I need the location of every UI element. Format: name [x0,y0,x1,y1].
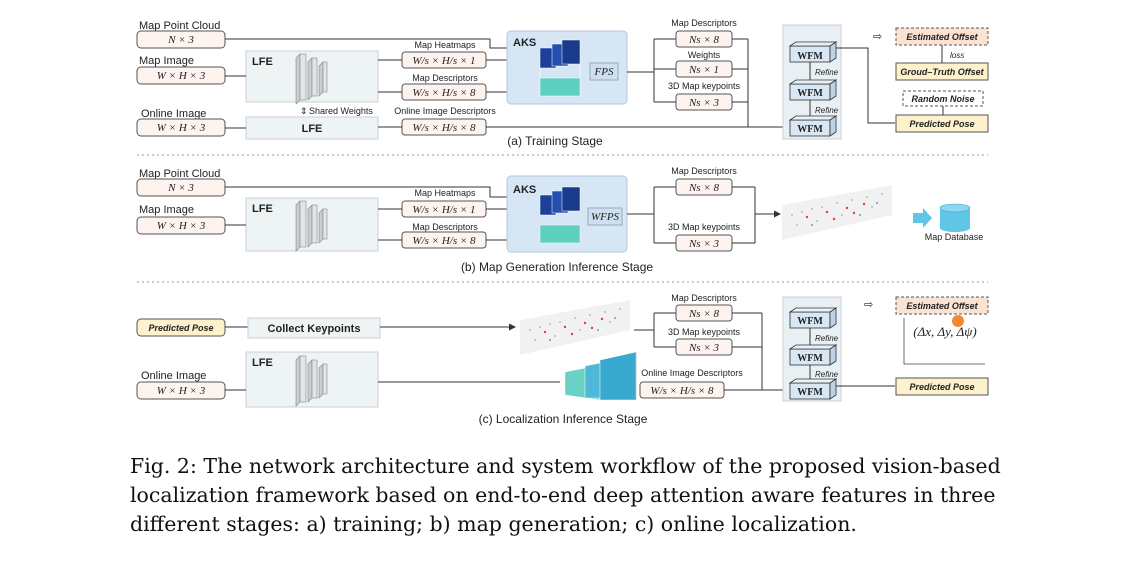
mg-map-point-cloud-label: Map Point Cloud [139,168,220,180]
training-stage-title: (a) Training Stage [507,134,603,148]
mg-desc-dim: W/s × H/s × 8 [412,235,476,247]
random-noise-label: Random Noise [911,94,974,104]
loc-wfm-label-1: WFM [797,316,823,327]
loc-point-cloud-image [520,300,630,355]
map-heatmaps-label: Map Heatmaps [414,40,476,50]
out-map-descriptors-label: Map Descriptors [671,18,737,28]
loc-online-desc-label: Online Image Descriptors [641,368,743,378]
mapgen-stage-title: (b) Map Generation Inference Stage [461,260,653,274]
online-image-label: Online Image [141,108,206,120]
loc-lfe-label: LFE [252,357,273,369]
lfe-online-label: LFE [302,123,323,135]
online-descriptors-label: Online Image Descriptors [394,106,496,116]
map-image-dim: W × H × 3 [157,70,206,82]
loc-arrow-right-icon: ⇨ [864,299,873,311]
localization-stage-title: (c) Localization Inference Stage [479,412,648,426]
collect-keypoints-box [247,317,381,339]
figure-caption: Fig. 2: The network architecture and sys… [130,454,1001,536]
offset-point-icon [952,315,964,327]
fps-label: FPS [594,66,614,78]
mg-ns3-dim: Ns × 3 [688,238,720,250]
online-descriptors-dim: W/s × H/s × 8 [412,122,476,134]
loc-map-descriptors-label: Map Descriptors [671,293,737,303]
fps-box [589,62,619,81]
loc-keypoints-label: 3D Map keypoints [668,327,741,337]
loc-refine-label-1: Refine [815,334,839,343]
mg-map-heatmaps-label: Map Heatmaps [414,188,476,198]
loc-estimated-offset-box [895,296,989,315]
loc-wfm-label-2: WFM [797,353,823,364]
loc-ns3-dim: Ns × 3 [688,342,720,354]
mg-keypoints-label: 3D Map keypoints [668,222,741,232]
online-image-dim: W × H × 3 [157,122,206,134]
mg-lfe-label: LFE [252,203,273,215]
map-image-label: Map Image [139,55,194,67]
mg-n3-dim: N × 3 [167,182,194,194]
loc-predicted-pose-out-box [895,377,989,396]
ns1-dim: Ns × 1 [688,64,719,76]
loc-predicted-pose-label: Predicted Pose [148,323,213,333]
ground-truth-offset-label: Groud–Truth Offset [900,67,984,77]
weights-label: Weights [688,50,721,60]
wfm-label-1: WFM [797,51,823,62]
map-database-label: Map Database [925,232,984,242]
map-database-icon [939,203,971,232]
map-point-cloud-label: Map Point Cloud [139,20,220,32]
map-descriptors-dim: W/s × H/s × 8 [412,87,476,99]
mg-heat-dim: W/s × H/s × 1 [412,204,475,216]
mapgen-stage: Map Point Cloud N × 3 Map Image W × H × … [136,166,984,274]
mg-whx3-dim: W × H × 3 [157,220,206,232]
mg-map-image-label: Map Image [139,204,194,216]
refine-label-2: Refine [815,106,839,115]
ns8-dim: Ns × 8 [688,34,720,46]
aks-box [506,30,628,105]
mg-ns8-dim: Ns × 8 [688,182,720,194]
loc-ns8-dim: Ns × 8 [688,308,720,320]
lfe-map-label: LFE [252,56,273,68]
wfm-label-2: WFM [797,88,823,99]
mg-aks-feature-maps [539,186,581,244]
mg-point-cloud-image [782,185,892,240]
refine-label-1: Refine [815,68,839,77]
offset-variables-label: (Δx, Δy, Δψ) [913,324,976,339]
loc-online-desc-dim: W/s × H/s × 8 [650,385,714,397]
wfm-label-3: WFM [797,124,823,135]
online-descriptor-maps [564,351,637,401]
shared-weights-icon: ⇕ [300,106,308,116]
loss-label: loss [950,51,964,60]
estimated-offset-label: Estimated Offset [906,32,978,42]
map-keypoints-label: 3D Map keypoints [668,81,741,91]
architecture-diagram: Map Point Cloud N × 3 Map Image W × H × … [136,18,989,426]
predicted-pose-box [895,114,989,133]
mg-aks-label: AKS [513,184,536,196]
mg-map-descriptors-label: Map Descriptors [412,222,478,232]
map-heatmaps-dim: W/s × H/s × 1 [412,55,475,67]
map-descriptors-label: Map Descriptors [412,73,478,83]
ground-truth-offset-box [895,62,989,81]
shared-weights-label: Shared Weights [309,106,373,116]
loc-predicted-pose-out-label: Predicted Pose [909,382,974,392]
loc-wfm-label-3: WFM [797,387,823,398]
map-point-cloud-dim: N × 3 [167,34,194,46]
mg-out-desc-label: Map Descriptors [671,166,737,176]
loc-online-image-label: Online Image [141,370,206,382]
collect-keypoints-label: Collect Keypoints [268,323,361,335]
loc-estimated-offset-label: Estimated Offset [906,301,978,311]
offset-axes [903,318,985,365]
arrow-right-icon: ⇨ [873,31,882,43]
wfps-box [587,207,623,226]
predicted-pose-label: Predicted Pose [909,119,974,129]
database-arrow-icon [913,208,932,228]
loc-refine-label-2: Refine [815,370,839,379]
wfps-label: WFPS [591,211,620,223]
localization-stage: Predicted Pose Collect Keypoints LFE Onl… [136,293,989,426]
loc-whx3-dim: W × H × 3 [157,385,206,397]
aks-feature-maps [539,39,581,97]
ns3-dim: Ns × 3 [688,97,720,109]
aks-label: AKS [513,37,536,49]
training-stage: Map Point Cloud N × 3 Map Image W × H × … [136,18,989,148]
